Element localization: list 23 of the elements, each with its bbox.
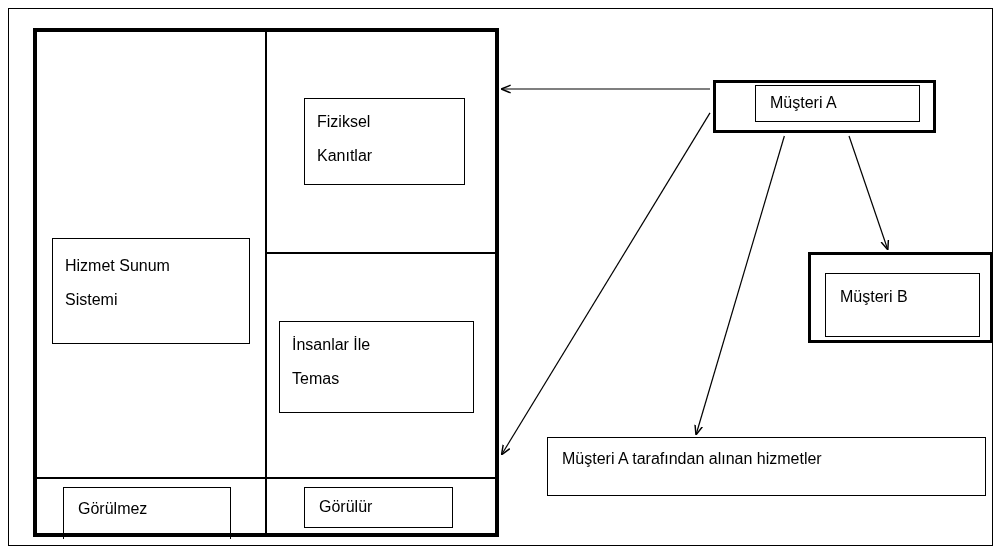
arrow	[848, 135, 890, 251]
box-label: İnsanlar İle Temas	[292, 335, 372, 389]
text-box	[304, 98, 465, 185]
box-label: Görülür	[319, 497, 373, 517]
grid-frame	[33, 28, 499, 537]
text-box	[304, 487, 453, 528]
text-box	[755, 85, 920, 122]
box-label: Fiziksel Kanıtlar	[317, 112, 374, 166]
box-label: Müşteri A	[770, 93, 837, 113]
text-box	[279, 321, 474, 413]
arrow	[500, 84, 711, 94]
text-box	[52, 238, 250, 344]
outer-box	[713, 80, 936, 133]
text-box	[825, 273, 980, 337]
text-box	[547, 437, 986, 496]
box-label: Müşteri B	[840, 287, 908, 307]
box-label: Görülmez	[78, 499, 148, 519]
text-box	[63, 487, 231, 539]
box-label: Hizmet Sunum Sistemi	[65, 256, 171, 310]
arrow	[694, 135, 785, 436]
arrow	[500, 112, 711, 456]
outer-box	[808, 252, 993, 343]
box-label: Müşteri A tarafından alınan hizmetler	[562, 449, 822, 469]
